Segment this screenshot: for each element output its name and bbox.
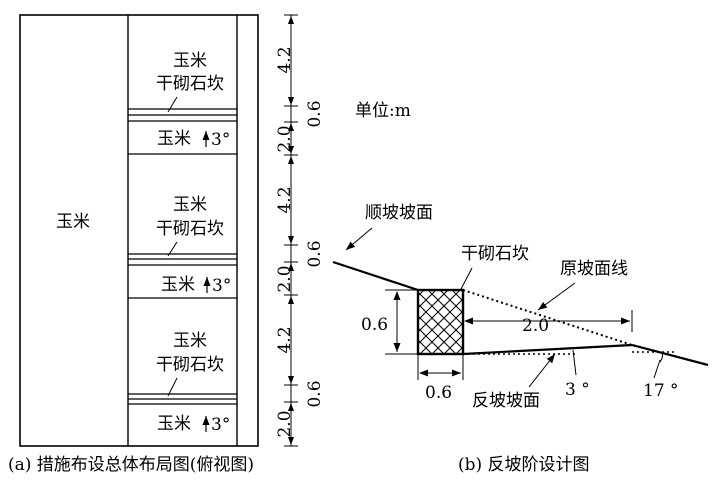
height-dimension	[385, 289, 418, 355]
terrace-block-1: 玉米 干砌石坎 玉米 3°	[128, 51, 237, 155]
wall-pointer	[459, 267, 473, 292]
upper-crop-label: 玉米	[173, 51, 207, 71]
dim-reverse-2: 2.0	[275, 265, 295, 292]
slope-label: 3°	[212, 276, 231, 296]
slope-label: 3°	[211, 415, 230, 435]
slope-surface-pointer	[345, 227, 373, 251]
original-line-label: 原坡面线	[560, 259, 628, 279]
height-label: 0.6	[361, 315, 388, 335]
dim-terrace-1: 4.2	[275, 46, 295, 73]
reverse-slope-line	[462, 343, 633, 356]
dim-reverse-3: 2.0	[275, 410, 295, 437]
panel-b-section-view: 单位:m 顺坡坡面 干砌石坎 原坡面线 0.6	[332, 101, 709, 475]
outer-frame	[19, 14, 259, 447]
slope-surface-label: 顺坡坡面	[365, 203, 433, 223]
slope-label: 3°	[211, 130, 230, 150]
length-dimension	[464, 310, 633, 332]
angle-17-label: 17 °	[643, 381, 679, 401]
dim-wall-2: 0.6	[305, 240, 325, 267]
terrace-block-2: 玉米 干砌石坎 玉米 3°	[128, 195, 237, 299]
wall-label: 干砌石坎	[156, 355, 224, 375]
dim-wall-3: 0.6	[305, 380, 325, 407]
caption-b: (b) 反坡阶设计图	[458, 455, 590, 475]
unit-label: 单位:m	[355, 101, 411, 121]
original-line-pointer	[537, 282, 576, 311]
wall-leader-line	[167, 96, 178, 113]
wall-label: 干砌石坎	[156, 74, 224, 94]
upper-crop-label: 玉米	[173, 331, 207, 351]
wall-leader-line	[167, 377, 178, 397]
dry-stone-wall	[416, 288, 465, 356]
lower-crop-label: 玉米	[157, 414, 191, 434]
downslope-surface-line	[631, 343, 709, 367]
wall-label: 干砌石坎	[156, 219, 224, 239]
wall-leader-line	[167, 241, 178, 257]
left-field-label: 玉米	[56, 212, 90, 232]
lower-crop-label: 玉米	[161, 275, 195, 295]
lower-crop-label: 玉米	[157, 129, 191, 149]
upper-crop-label: 玉米	[173, 195, 207, 215]
upslope-surface-line	[332, 260, 419, 292]
dimension-chain: 4.2 0.6 2.0 4.2 0.6 2.0 4.2 0.6 2.0	[275, 14, 325, 447]
angle-3-leader	[572, 349, 577, 376]
dim-reverse-1: 2.0	[275, 125, 295, 152]
reverse-slope-label: 反坡坡面	[472, 391, 540, 411]
angle-17-leader	[653, 359, 661, 379]
reverse-slope-pointer	[528, 353, 556, 388]
width-label: 0.6	[425, 383, 452, 403]
wall-label-b: 干砌石坎	[461, 244, 529, 264]
caption-a: (a) 措施布设总体布局图(俯视图)	[8, 455, 254, 475]
dim-terrace-2: 4.2	[275, 186, 295, 213]
width-dimension	[417, 354, 464, 380]
dim-terrace-3: 4.2	[275, 326, 295, 353]
panel-a-plan-view: 玉米 玉米 干砌石坎 玉米 3° 玉米 干砌石坎 玉米 3°	[8, 14, 325, 475]
angle-17-arc	[659, 352, 664, 363]
angle-3-label: 3 °	[565, 380, 590, 400]
length-label: 2.0	[522, 316, 549, 336]
dim-wall-1: 0.6	[305, 100, 325, 127]
terrace-block-3: 玉米 干砌石坎 玉米 3°	[128, 331, 237, 435]
